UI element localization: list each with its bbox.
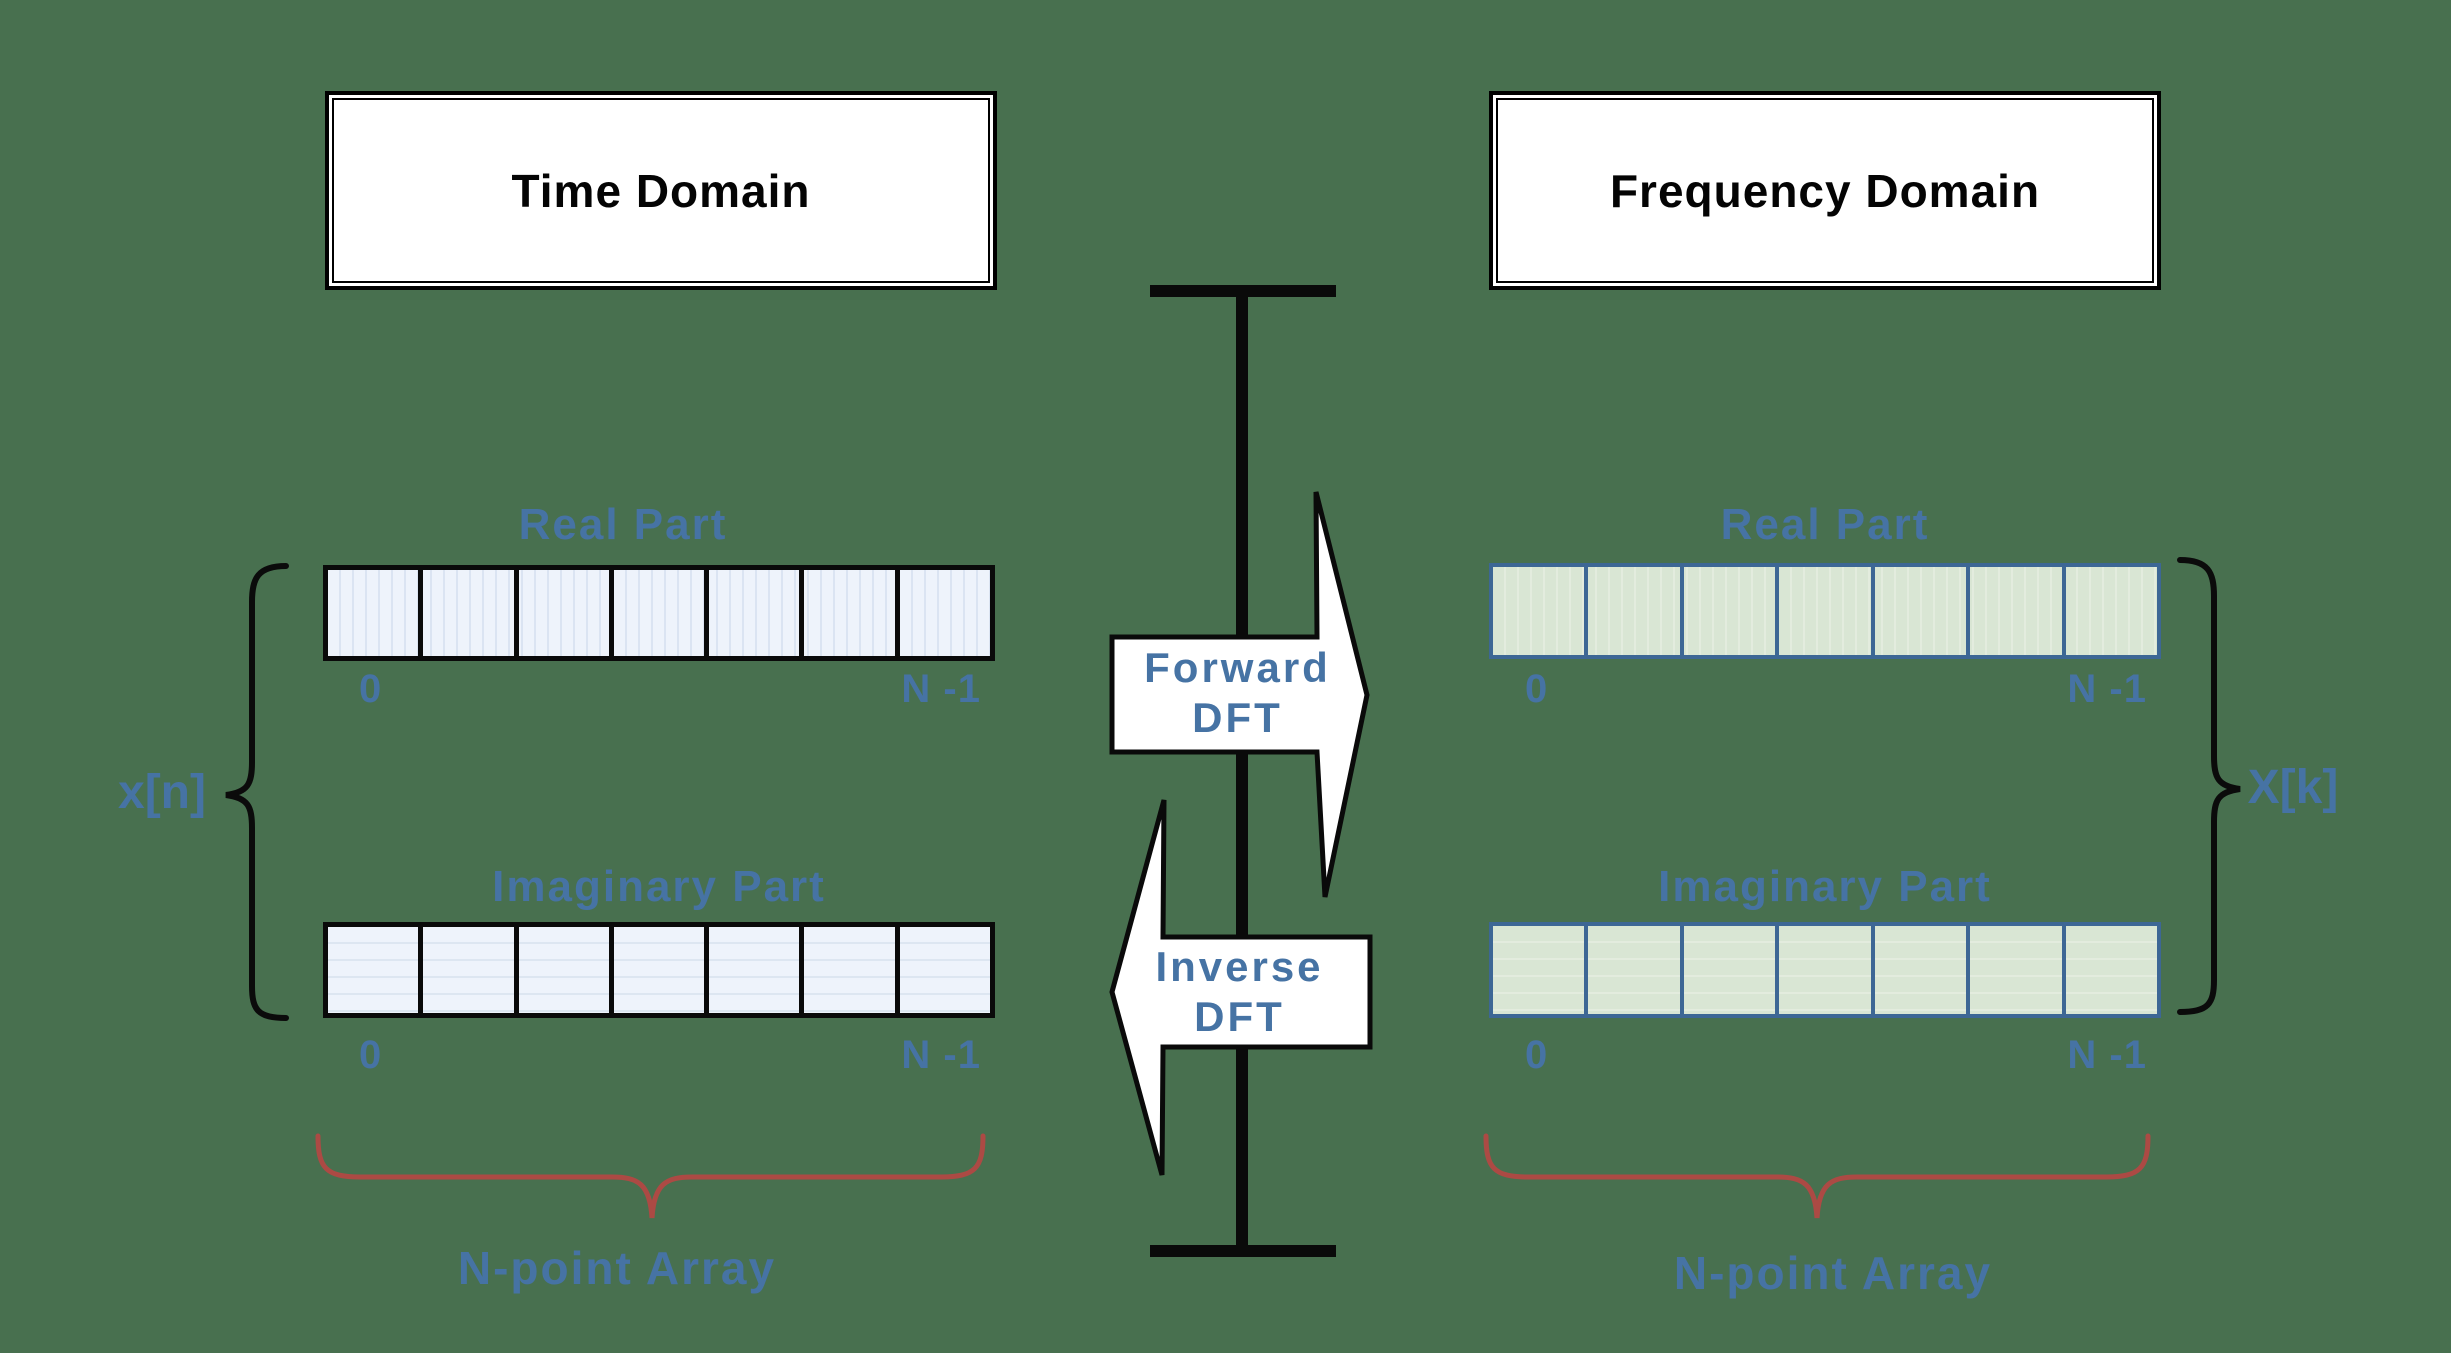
index-end-label: N -1 [901,1032,981,1077]
index-start-label: 0 [359,666,383,711]
array-cell [1493,926,1589,1014]
time-real-part-array [323,565,995,661]
array-cell [1970,567,2066,655]
array-cell [1588,567,1684,655]
frequency-real-index-row: 0 N -1 [1489,666,2161,712]
array-cell [804,570,900,656]
time-imaginary-index-row: 0 N -1 [323,1032,995,1078]
array-cell [519,570,614,656]
array-cell [614,570,710,656]
frequency-imaginary-index-row: 0 N -1 [1489,1032,2161,1078]
array-cell [519,927,614,1013]
frequency-domain-title-inner-border: Frequency Domain [1496,98,2154,283]
array-cell [709,927,805,1013]
index-end-label: N -1 [2067,666,2147,711]
frequency-imaginary-part-array [1489,922,2161,1018]
index-end-label: N -1 [2067,1032,2147,1077]
signal-label-xn: x[n] [118,766,206,819]
signal-label-xk: X[k] [2247,761,2339,814]
index-end-label: N -1 [901,666,981,711]
index-start-label: 0 [1525,666,1549,711]
time-npoint-array-label: N-point Array [457,1242,777,1294]
array-cell [1684,567,1780,655]
index-start-label: 0 [1525,1032,1549,1077]
forward-dft-label-line2: DFT [1192,694,1283,741]
time-real-index-row: 0 N -1 [323,666,995,712]
array-cell [1875,567,1971,655]
time-real-part-label: Real Part [518,500,728,549]
frequency-domain-title: Frequency Domain [1609,164,2041,217]
frequency-npoint-array-label: N-point Array [1673,1247,1993,1299]
index-start-label: 0 [359,1032,383,1077]
array-cell [328,570,424,656]
time-npoint-brace [315,1133,986,1219]
array-cell [900,570,990,656]
array-cell [2066,926,2157,1014]
array-cell [1779,926,1875,1014]
frequency-domain-title-box: Frequency Domain [1489,91,2161,290]
time-imaginary-part-label: Imaginary Part [492,862,826,911]
inverse-dft-label: Inverse DFT [1132,942,1347,1042]
time-domain-title-box: Time Domain [325,91,997,290]
array-cell [1779,567,1875,655]
inverse-dft-label-line1: Inverse [1155,943,1324,990]
forward-dft-label: Forward DFT [1130,643,1345,743]
array-cell [328,927,424,1013]
array-cell [900,927,990,1013]
center-divider-line [1150,285,1336,1257]
array-cell [1875,926,1971,1014]
frequency-imaginary-part-label: Imaginary Part [1658,862,1992,911]
inverse-dft-label-line2: DFT [1194,993,1285,1040]
forward-dft-label-line1: Forward [1144,644,1331,691]
array-cell [804,927,900,1013]
time-domain-title-inner-border: Time Domain [332,98,990,283]
time-domain-title: Time Domain [511,164,811,217]
time-imaginary-part-array [323,922,995,1018]
array-cell [614,927,710,1013]
array-cell [1684,926,1780,1014]
array-cell [709,570,805,656]
array-cell [1588,926,1684,1014]
array-cell [2066,567,2157,655]
frequency-real-part-label: Real Part [1720,500,1930,549]
frequency-real-part-array [1489,563,2161,659]
array-cell [423,570,519,656]
array-cell [1493,567,1589,655]
array-cell [423,927,519,1013]
array-cell [1970,926,2066,1014]
frequency-npoint-brace [1483,1133,2151,1219]
